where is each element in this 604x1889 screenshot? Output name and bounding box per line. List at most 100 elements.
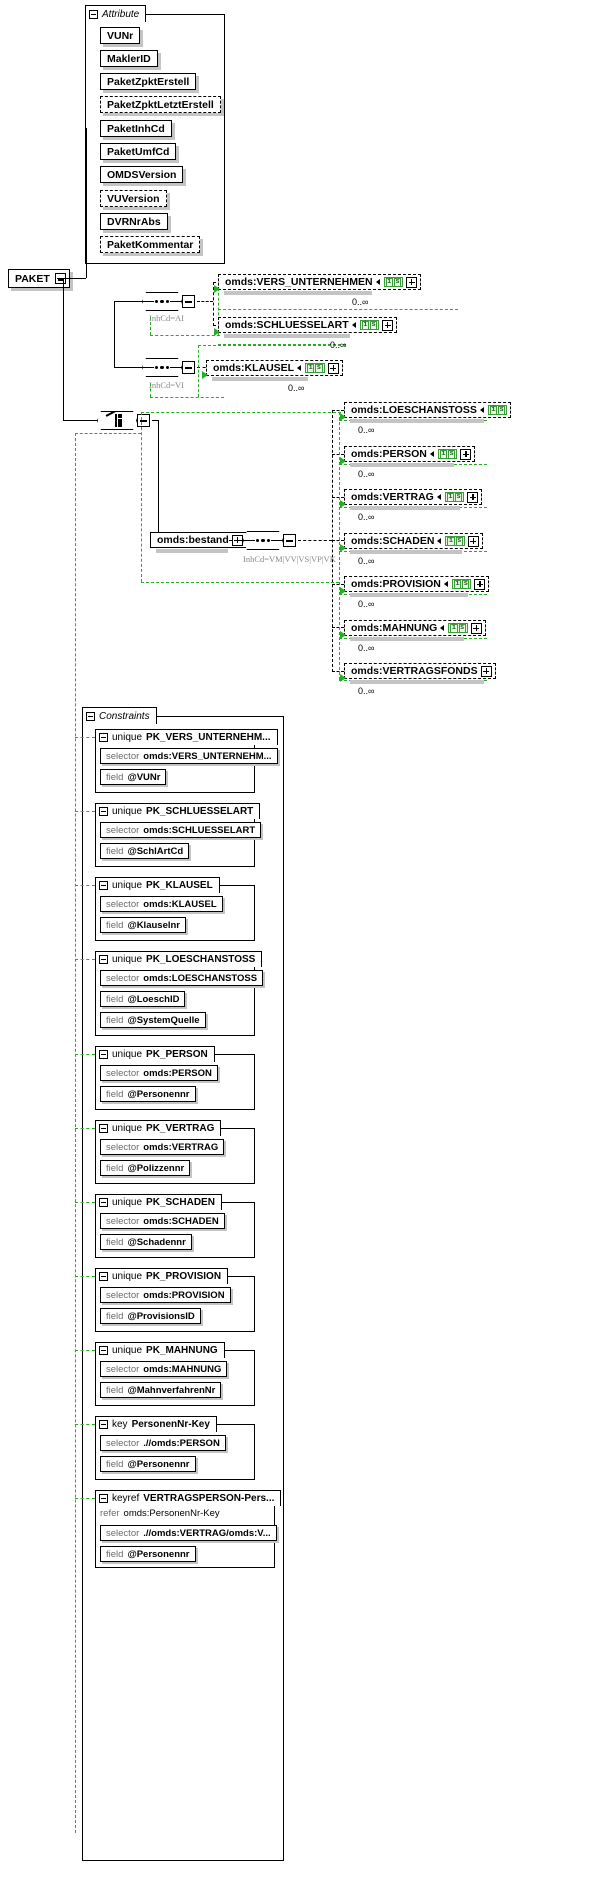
constraint-field-row[interactable]: field@Klauselnr [100,917,186,933]
connector [86,128,88,278]
row-keyword: field [106,1088,124,1100]
expand-icon[interactable] [467,535,479,547]
collapse-icon[interactable] [99,1272,108,1281]
expand-icon[interactable] [474,578,486,590]
collapse-icon[interactable] [99,881,108,890]
expand-icon[interactable] [467,491,479,503]
row-keyword: selector [106,824,140,836]
attribute-maklerid[interactable]: MaklerID [100,50,158,67]
connector [298,540,332,541]
constraint-field-row[interactable]: field@LoeschID [100,991,186,1007]
type-collapse-icon[interactable] [182,295,195,308]
cardinality-mahnung: 0..∞ [358,643,375,653]
attribute-paketzpktletzterstell[interactable]: PaketZpktLetztErstell [100,96,221,113]
attribute-paketzpkterstell[interactable]: PaketZpktErstell [100,73,197,90]
attribute-paketinhcd[interactable]: PaketInhCd [100,120,172,137]
constraint-field-row[interactable]: field@Polizzennr [100,1160,191,1176]
expand-icon[interactable] [480,665,492,677]
collapse-icon[interactable] [89,9,98,19]
expand-icon[interactable] [406,276,418,288]
green-guide [198,345,199,397]
constraints-header[interactable]: Constraints [82,707,157,724]
attribute-vuversion[interactable]: VUVersion [100,190,167,207]
element-vertragsfonds[interactable]: omds:VERTRAGSFONDS [344,663,496,679]
constraint-field-row[interactable]: field@SchlArtCd [100,843,190,859]
constraint-field-row[interactable]: field@MahnverfahrenNr [100,1382,222,1398]
expand-icon[interactable] [327,362,339,374]
green-guide [75,959,95,960]
sequence-compositor-bestand[interactable] [243,531,296,553]
expand-icon[interactable] [382,319,394,331]
expand-icon[interactable] [460,448,472,460]
collapse-icon[interactable] [99,807,108,816]
constraint-field-row[interactable]: field@Personennr [100,1456,196,1472]
row-value: @Polizzennr [127,1162,185,1174]
type-collapse-icon[interactable] [182,361,195,374]
sequence-compositor-vi[interactable] [142,358,195,380]
attribute-dvrnrabs[interactable]: DVRNrAbs [100,213,168,230]
collapse-icon[interactable] [99,1124,108,1133]
constraint-field-row[interactable]: field@ProvisionsID [100,1308,201,1324]
constraint-selector-row[interactable]: selector.//omds:PERSON [100,1435,226,1451]
collapse-icon[interactable] [99,1494,108,1503]
expand-icon[interactable] [470,622,482,634]
connector [229,540,243,541]
constraint-field-row[interactable]: field@Personennr [100,1086,196,1102]
collapse-icon[interactable] [99,733,108,742]
constraint-selector-row[interactable]: selector.//omds:VERTRAG/omds:V... [100,1525,277,1541]
root-element-paket[interactable]: PAKET [8,269,70,288]
green-guide [75,1054,95,1055]
inhcd-label-vi: InhCd=VI [149,380,185,390]
constraint-field-row[interactable]: field@Personennr [100,1546,196,1562]
constraint-field-row[interactable]: field@Schadennr [100,1234,192,1250]
type-collapse-icon[interactable] [283,534,296,547]
attribute-paketkommentar[interactable]: PaketKommentar [100,236,201,253]
constraint-field-row[interactable]: field@SystemQuelle [100,1012,206,1028]
row-value: @LoeschID [127,993,180,1005]
collapse-icon[interactable] [99,955,108,964]
type-arrow-icon [436,494,441,500]
collapse-icon[interactable] [99,1420,108,1429]
collapse-icon[interactable] [86,711,95,721]
type-collapse-icon[interactable] [137,414,150,427]
collapse-icon[interactable] [99,1198,108,1207]
attribute-group-header[interactable]: Attribute [85,5,147,22]
choice-compositor[interactable] [97,411,150,433]
attribute-paketumfcd[interactable]: PaketUmfCd [100,143,177,160]
attribute-vunr[interactable]: VUNr [100,27,141,44]
collapse-icon[interactable] [99,1050,108,1059]
sequence-compositor-ai[interactable] [142,292,195,314]
constraint-field-row[interactable]: field@VUNr [100,769,167,785]
attribute-omdsversion[interactable]: OMDSVersion [100,166,184,183]
collapse-icon[interactable] [99,1346,108,1355]
